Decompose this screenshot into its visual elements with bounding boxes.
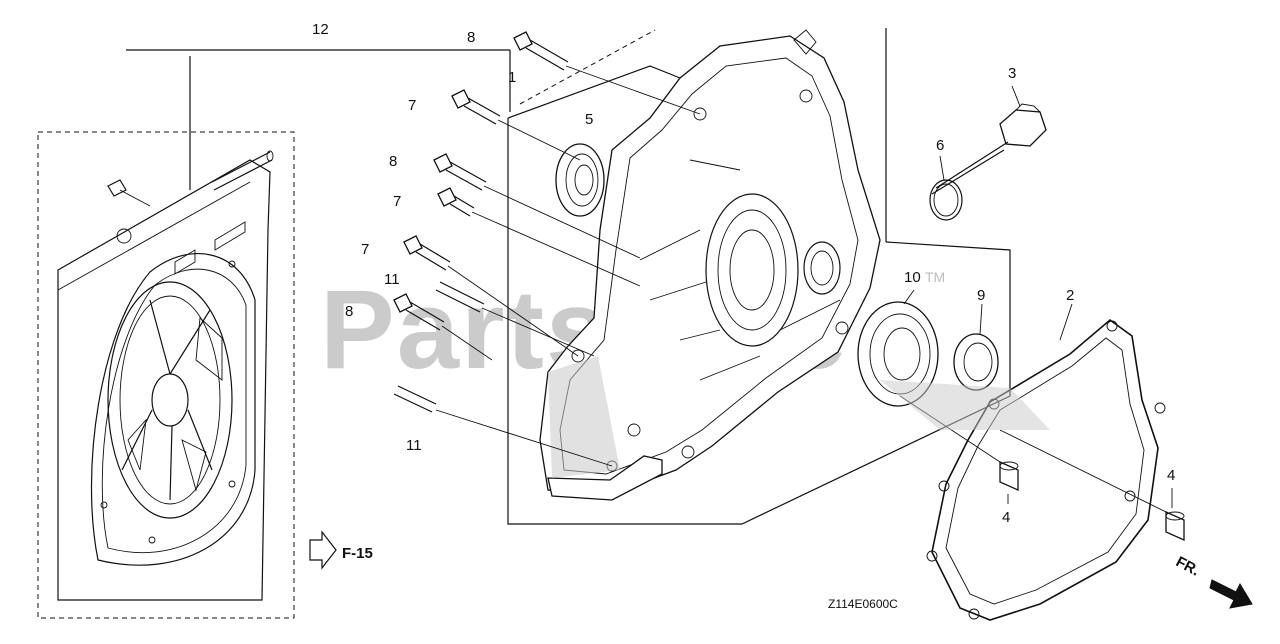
callout-12: 12 [312,21,329,38]
callout-8-mid: 8 [389,153,397,170]
callout-2: 2 [1066,287,1074,304]
reference-panel-f15 [37,56,295,619]
callout-7-mid: 7 [393,193,401,210]
callout-3: 3 [1008,65,1016,82]
bolts [393,31,701,467]
diagram-code: Z114E0600C [828,597,898,611]
front-direction: FR. [1173,553,1253,609]
gasket [926,303,1166,621]
oil-filler-cap [931,85,1047,195]
callout-5: 5 [585,111,593,128]
crankcase-cover [539,29,881,501]
callout-7-top: 7 [408,97,416,114]
reference-arrow: F-15 [309,530,373,570]
callout-11-low: 11 [406,437,422,454]
callouts: 12 8 1 7 5 8 7 7 11 8 11 3 6 10 9 2 4 4 [312,21,1175,526]
front-direction-label: FR. [1173,553,1202,579]
ball-bearing [857,289,939,407]
callout-9: 9 [977,287,985,304]
callout-4-mid: 4 [1002,509,1010,526]
front-arrow-icon [1209,579,1253,609]
o-ring [929,155,963,221]
group-bracket [126,49,511,112]
watermark-trademark: TM [925,269,945,285]
crank-oil-seal [953,303,999,391]
callout-8-top: 8 [467,29,475,46]
callout-11-top: 11 [384,271,400,288]
callout-7-low: 7 [361,241,369,258]
callout-10: 10 [904,269,921,286]
callout-6: 6 [936,137,944,154]
reference-label: F-15 [342,545,373,562]
oil-seal [555,143,605,217]
callout-8-low: 8 [345,303,353,320]
callout-1: 1 [508,69,516,86]
callout-4-right: 4 [1167,467,1175,484]
